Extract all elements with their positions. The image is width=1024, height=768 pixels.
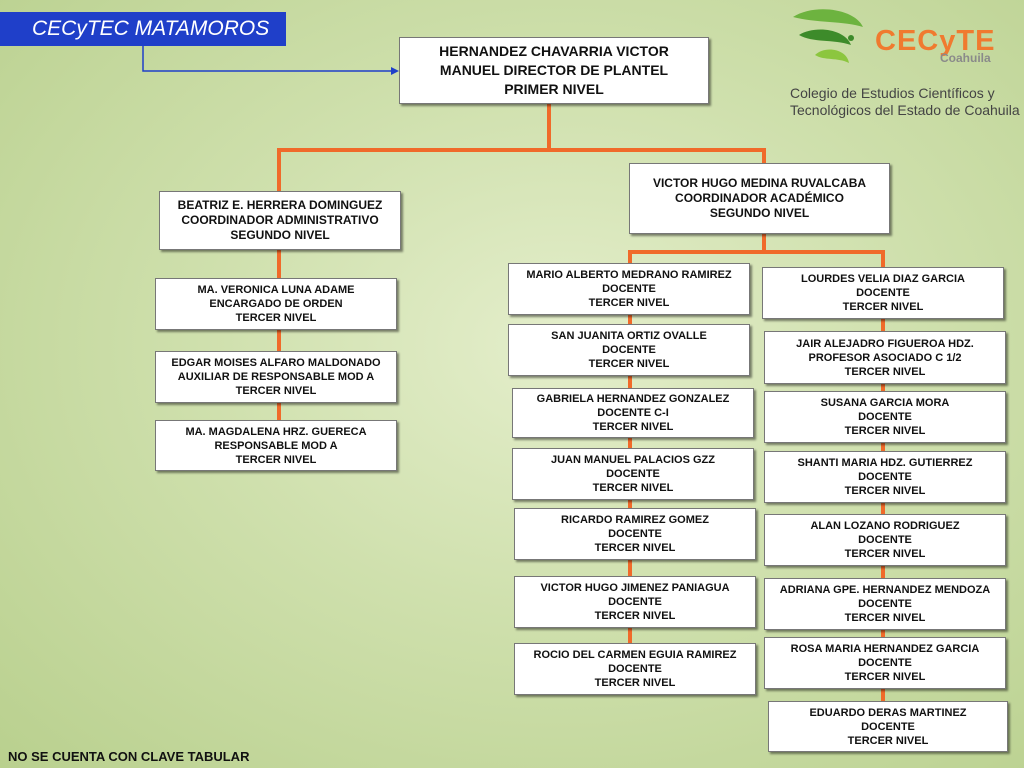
cecyte-logo: CECyTE Coahuila Colegio de Estudios Cien…: [785, 5, 1020, 125]
academic-role: COORDINADOR ACADÉMICO: [675, 191, 844, 205]
teacher-name: SAN JUANITA ORTIZ OVALLE: [551, 330, 707, 342]
teacher-role: DOCENTE: [856, 287, 910, 299]
logo-line1: Colegio de Estudios Científicos y: [790, 85, 995, 101]
teacher-level: TERCER NIVEL: [842, 301, 924, 313]
teacher-box: LOURDES VELIA DIAZ GARCIA DOCENTE TERCER…: [762, 267, 1004, 319]
teacher-name: MARIO ALBERTO MEDRANO RAMIREZ: [526, 269, 732, 281]
teacher-level: TERCER NIVEL: [592, 421, 674, 433]
teacher-role: DOCENTE C-I: [597, 407, 669, 419]
teacher-name: RICARDO RAMIREZ GOMEZ: [561, 514, 709, 526]
teacher-level: TERCER NIVEL: [844, 671, 926, 683]
teacher-box: ALAN LOZANO RODRIGUEZ DOCENTE TERCER NIV…: [764, 514, 1006, 566]
admin-name: BEATRIZ E. HERRERA DOMINGUEZ: [177, 198, 383, 212]
teacher-box: ADRIANA GPE. HERNANDEZ MENDOZA DOCENTE T…: [764, 578, 1006, 630]
leaf-logo-icon: [793, 9, 863, 63]
teacher-box: MARIO ALBERTO MEDRANO RAMIREZ DOCENTE TE…: [508, 263, 750, 315]
teacher-box: GABRIELA HERNANDEZ GONZALEZ DOCENTE C-I …: [512, 388, 754, 438]
staff-level: TERCER NIVEL: [235, 312, 317, 324]
staff-name: EDGAR MOISES ALFARO MALDONADO: [171, 357, 381, 369]
staff-role: ENCARGADO DE ORDEN: [209, 298, 343, 310]
academic-level: SEGUNDO NIVEL: [709, 206, 810, 220]
staff-level: TERCER NIVEL: [235, 385, 317, 397]
teacher-name: ALAN LOZANO RODRIGUEZ: [810, 520, 960, 532]
director-box: HERNANDEZ CHAVARRIA VICTOR MANUEL DIRECT…: [399, 37, 709, 104]
teacher-role: DOCENTE: [858, 534, 912, 546]
teacher-level: TERCER NIVEL: [594, 677, 676, 689]
teacher-name: EDUARDO DERAS MARTINEZ: [809, 706, 967, 719]
page-title: CECyTEC MATAMOROS: [0, 12, 286, 46]
admin-staff-box: EDGAR MOISES ALFARO MALDONADO AUXILIAR D…: [155, 351, 397, 403]
teacher-level: TERCER NIVEL: [847, 734, 929, 747]
teacher-role: DOCENTE: [858, 411, 912, 423]
teacher-level: TERCER NIVEL: [844, 365, 926, 378]
teacher-box: JUAN MANUEL PALACIOS GZZ DOCENTE TERCER …: [512, 448, 754, 500]
teacher-name: SHANTI MARIA HDZ. GUTIERREZ: [797, 457, 973, 469]
admin-coordinator-box: BEATRIZ E. HERRERA DOMINGUEZ COORDINADOR…: [159, 191, 401, 250]
footer-note: NO SE CUENTA CON CLAVE TABULAR: [8, 749, 250, 764]
teacher-role: PROFESOR ASOCIADO C 1/2: [808, 351, 962, 364]
title-arrow: [142, 46, 393, 72]
admin-role: COORDINADOR ADMINISTRATIVO: [181, 213, 379, 227]
admin-staff-box: MA. VERONICA LUNA ADAME ENCARGADO DE ORD…: [155, 278, 397, 330]
teacher-box: SUSANA GARCIA MORA DOCENTE TERCER NIVEL: [764, 391, 1006, 443]
teacher-name: JAIR ALEJADRO FIGUEROA HDZ.: [796, 337, 974, 350]
teacher-name: JUAN MANUEL PALACIOS GZZ: [551, 454, 715, 466]
teacher-level: TERCER NIVEL: [594, 610, 676, 622]
teacher-name: ADRIANA GPE. HERNANDEZ MENDOZA: [779, 584, 991, 596]
admin-staff-box: MA. MAGDALENA HRZ. GUERECA RESPONSABLE M…: [155, 420, 397, 471]
teacher-role: DOCENTE: [608, 663, 662, 675]
teacher-role: DOCENTE: [858, 598, 912, 610]
teacher-name: ROCIO DEL CARMEN EGUIA RAMIREZ: [533, 649, 737, 661]
teacher-box: SHANTI MARIA HDZ. GUTIERREZ DOCENTE TERC…: [764, 451, 1006, 503]
logo-line2: Tecnológicos del Estado de Coahuila: [790, 102, 1020, 118]
teacher-role: DOCENTE: [608, 596, 662, 608]
teacher-box: ROSA MARIA HERNANDEZ GARCIA DOCENTE TERC…: [764, 637, 1006, 689]
teacher-box: RICARDO RAMIREZ GOMEZ DOCENTE TERCER NIV…: [514, 508, 756, 560]
logo-region: Coahuila: [940, 51, 991, 65]
staff-name: MA. VERONICA LUNA ADAME: [197, 284, 355, 296]
teacher-role: DOCENTE: [602, 283, 656, 295]
teacher-role: DOCENTE: [602, 344, 656, 356]
teacher-name: GABRIELA HERNANDEZ GONZALEZ: [536, 393, 730, 405]
teacher-box: ROCIO DEL CARMEN EGUIA RAMIREZ DOCENTE T…: [514, 643, 756, 695]
teacher-box: JAIR ALEJADRO FIGUEROA HDZ. PROFESOR ASO…: [764, 331, 1006, 384]
staff-name: MA. MAGDALENA HRZ. GUERECA: [185, 425, 367, 438]
staff-level: TERCER NIVEL: [235, 453, 317, 466]
teacher-box: EDUARDO DERAS MARTINEZ DOCENTE TERCER NI…: [768, 701, 1008, 752]
teacher-role: DOCENTE: [858, 657, 912, 669]
staff-role: AUXILIAR DE RESPONSABLE MOD A: [177, 371, 375, 383]
teacher-role: DOCENTE: [608, 528, 662, 540]
staff-role: RESPONSABLE MOD A: [214, 439, 338, 452]
admin-level: SEGUNDO NIVEL: [230, 228, 330, 242]
teacher-role: DOCENTE: [861, 720, 915, 733]
director-line2: MANUEL DIRECTOR DE PLANTEL: [439, 62, 669, 78]
teacher-level: TERCER NIVEL: [588, 297, 670, 309]
teacher-name: LOURDES VELIA DIAZ GARCIA: [801, 273, 965, 285]
teacher-role: DOCENTE: [606, 468, 660, 480]
logo-brand: CECyTE: [875, 25, 996, 57]
academic-coordinator-box: VICTOR HUGO MEDINA RUVALCABA COORDINADOR…: [629, 163, 890, 234]
teacher-level: TERCER NIVEL: [592, 482, 674, 494]
director-line3: PRIMER NIVEL: [504, 81, 604, 97]
teacher-level: TERCER NIVEL: [594, 542, 676, 554]
teacher-name: ROSA MARIA HERNANDEZ GARCIA: [790, 643, 980, 655]
academic-name: VICTOR HUGO MEDINA RUVALCABA: [652, 176, 867, 190]
teacher-level: TERCER NIVEL: [844, 485, 926, 497]
teacher-box: VICTOR HUGO JIMENEZ PANIAGUA DOCENTE TER…: [514, 576, 756, 628]
teacher-box: SAN JUANITA ORTIZ OVALLE DOCENTE TERCER …: [508, 324, 750, 376]
teacher-level: TERCER NIVEL: [844, 548, 926, 560]
teacher-role: DOCENTE: [858, 471, 912, 483]
teacher-level: TERCER NIVEL: [844, 425, 926, 437]
teacher-level: TERCER NIVEL: [844, 612, 926, 624]
director-line1: HERNANDEZ CHAVARRIA VICTOR: [439, 43, 669, 59]
title-arrow-head: [391, 67, 399, 75]
teacher-name: SUSANA GARCIA MORA: [820, 397, 950, 409]
teacher-name: VICTOR HUGO JIMENEZ PANIAGUA: [540, 582, 730, 594]
teacher-level: TERCER NIVEL: [588, 358, 670, 370]
